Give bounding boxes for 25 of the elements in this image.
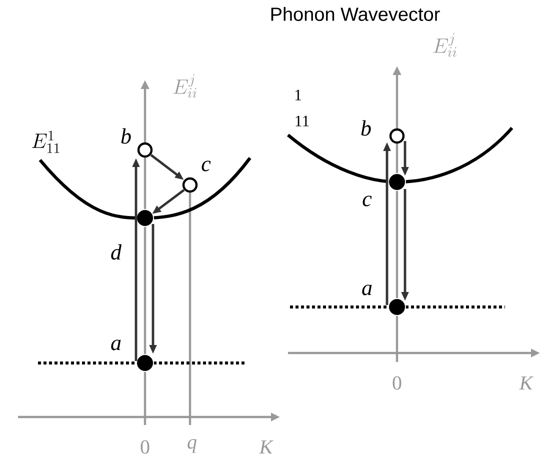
filled-dot xyxy=(388,173,406,191)
open-circle xyxy=(182,177,198,193)
axis-label: K xyxy=(519,376,534,390)
axis-label: $E_{ii}^{j}$ xyxy=(433,33,456,57)
point-letter: c xyxy=(202,160,211,172)
tick-label: 0 xyxy=(140,440,150,454)
point-letter: a xyxy=(111,340,121,350)
curve-label: 1 xyxy=(295,90,302,100)
point-letter: b xyxy=(121,128,131,144)
axis-label: $E_{11}^{1}$ xyxy=(32,130,60,153)
axis-label: q xyxy=(188,439,197,453)
point-letter: b xyxy=(361,120,371,136)
point-letter: c xyxy=(362,196,372,206)
filled-dot xyxy=(388,298,406,316)
filled-dot xyxy=(136,209,154,227)
point-letter: d xyxy=(111,244,122,260)
title: Phonon Wavevector xyxy=(271,7,440,21)
open-circle xyxy=(137,142,153,158)
axis-label: K xyxy=(259,440,274,454)
curve-label: 11 xyxy=(296,116,309,126)
tick-label: 0 xyxy=(392,376,402,390)
point-letter: a xyxy=(362,284,372,296)
filled-dot xyxy=(136,354,154,372)
open-circle xyxy=(389,128,405,144)
axis-label: $E_{ii}^{j}$ xyxy=(173,74,196,98)
